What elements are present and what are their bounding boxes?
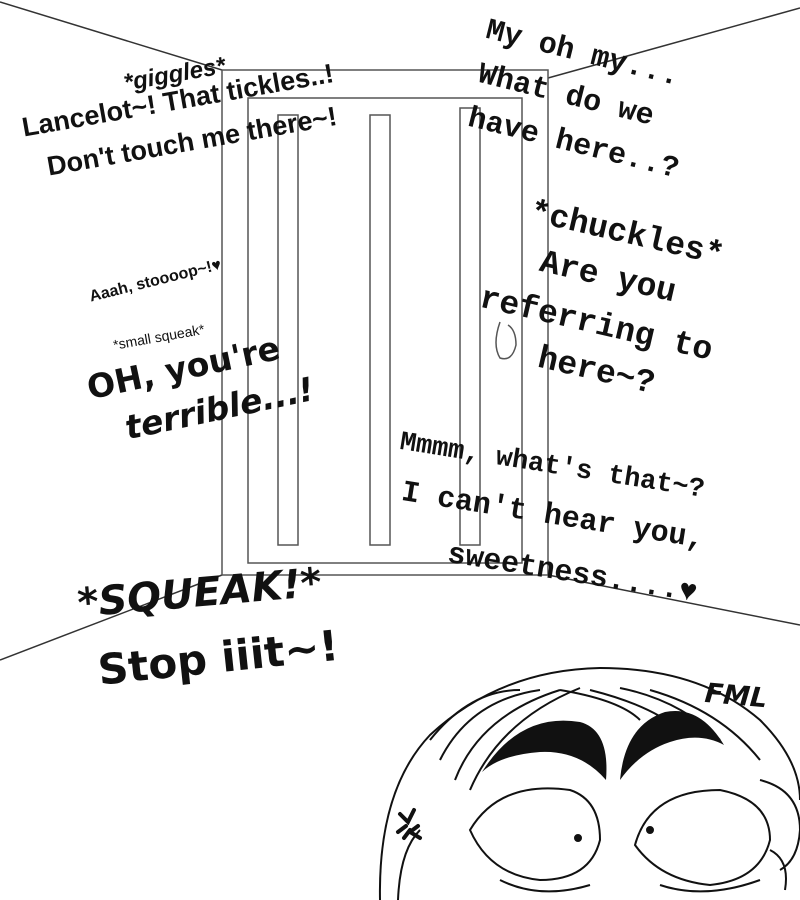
door-frame-inner [247, 97, 523, 564]
anger-mark-icon [396, 808, 422, 840]
eye-left [468, 787, 602, 882]
ceiling-line-left [0, 1, 223, 71]
door-panel-2 [369, 114, 391, 546]
door-handle [495, 321, 517, 360]
eyebrow-left [482, 720, 607, 780]
floor-line-right [547, 574, 800, 626]
ceiling-line-right [547, 7, 800, 79]
character-face [378, 666, 800, 900]
door-panel-3 [459, 107, 481, 546]
eye-right [633, 788, 772, 887]
door [221, 69, 549, 576]
door-frame-outer [221, 69, 549, 576]
door-panel-1 [277, 114, 299, 546]
head-outline [378, 666, 800, 900]
ear-left [397, 829, 421, 900]
eyebrow-right [620, 710, 724, 780]
reaction-fml: FML [703, 678, 769, 715]
floor-line-left [0, 574, 223, 661]
